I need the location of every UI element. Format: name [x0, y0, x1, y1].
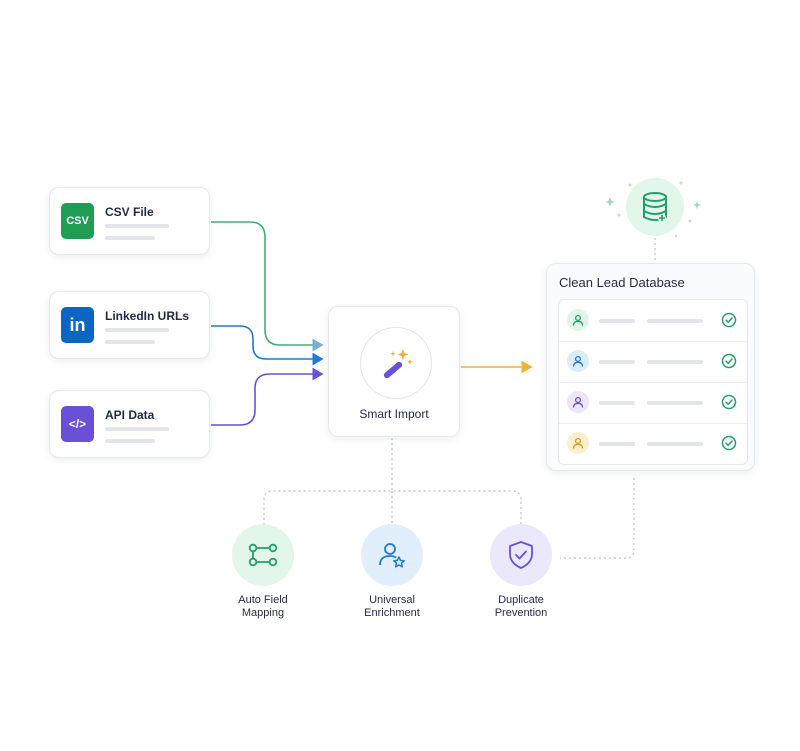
placeholder-line: [105, 236, 155, 240]
database-icon: [626, 178, 684, 236]
field-mapping-icon: [232, 524, 294, 586]
clean-lead-database-card[interactable]: Clean Lead Database: [546, 263, 755, 471]
placeholder-line: [105, 340, 155, 344]
placeholder-line: [105, 427, 169, 431]
check-circle-icon: [721, 312, 737, 328]
placeholder-line: [599, 319, 635, 323]
linkedin-connector: [211, 325, 324, 366]
csv-connector: [211, 221, 324, 352]
shield-check-icon: [490, 524, 552, 586]
database-to-feature-dotted: [560, 478, 635, 559]
lead-list: [558, 299, 748, 465]
source-title: CSV File: [105, 205, 154, 219]
check-circle-icon: [721, 353, 737, 369]
user-avatar-icon: [567, 391, 589, 413]
lead-row[interactable]: [559, 382, 747, 424]
check-circle-icon: [721, 435, 737, 451]
placeholder-line: [647, 442, 703, 446]
lead-row[interactable]: [559, 423, 747, 464]
source-title: API Data: [105, 408, 155, 422]
user-avatar-icon: [567, 432, 589, 454]
user-star-icon: [361, 524, 423, 586]
placeholder-line: [599, 401, 635, 405]
check-circle-icon: [721, 394, 737, 410]
placeholder-line: [105, 224, 169, 228]
placeholder-line: [105, 328, 169, 332]
user-avatar-icon: [567, 309, 589, 331]
lead-row[interactable]: [559, 341, 747, 383]
placeholder-line: [599, 442, 635, 446]
user-avatar-icon: [567, 350, 589, 372]
source-card-linkedin[interactable]: in LinkedIn URLs: [49, 291, 210, 359]
placeholder-line: [647, 319, 703, 323]
lead-row[interactable]: [559, 300, 747, 342]
smart-import-card[interactable]: Smart Import: [328, 306, 460, 437]
hub-title: Smart Import: [359, 407, 429, 421]
placeholder-line: [599, 360, 635, 364]
source-title: LinkedIn URLs: [105, 309, 190, 323]
placeholder-line: [647, 401, 703, 405]
api-connector: [211, 367, 324, 426]
placeholder-line: [105, 439, 155, 443]
linkedin-icon: in: [61, 307, 94, 343]
code-icon: </>: [61, 406, 94, 442]
database-title: Clean Lead Database: [559, 275, 685, 290]
hub-to-features-dotted: [263, 438, 522, 525]
source-card-csv[interactable]: CSV CSV File: [49, 187, 210, 255]
magic-wand-icon: [360, 327, 432, 399]
csv-file-icon: CSV: [61, 203, 94, 239]
placeholder-line: [647, 360, 703, 364]
source-card-api[interactable]: </> API Data: [49, 390, 210, 458]
